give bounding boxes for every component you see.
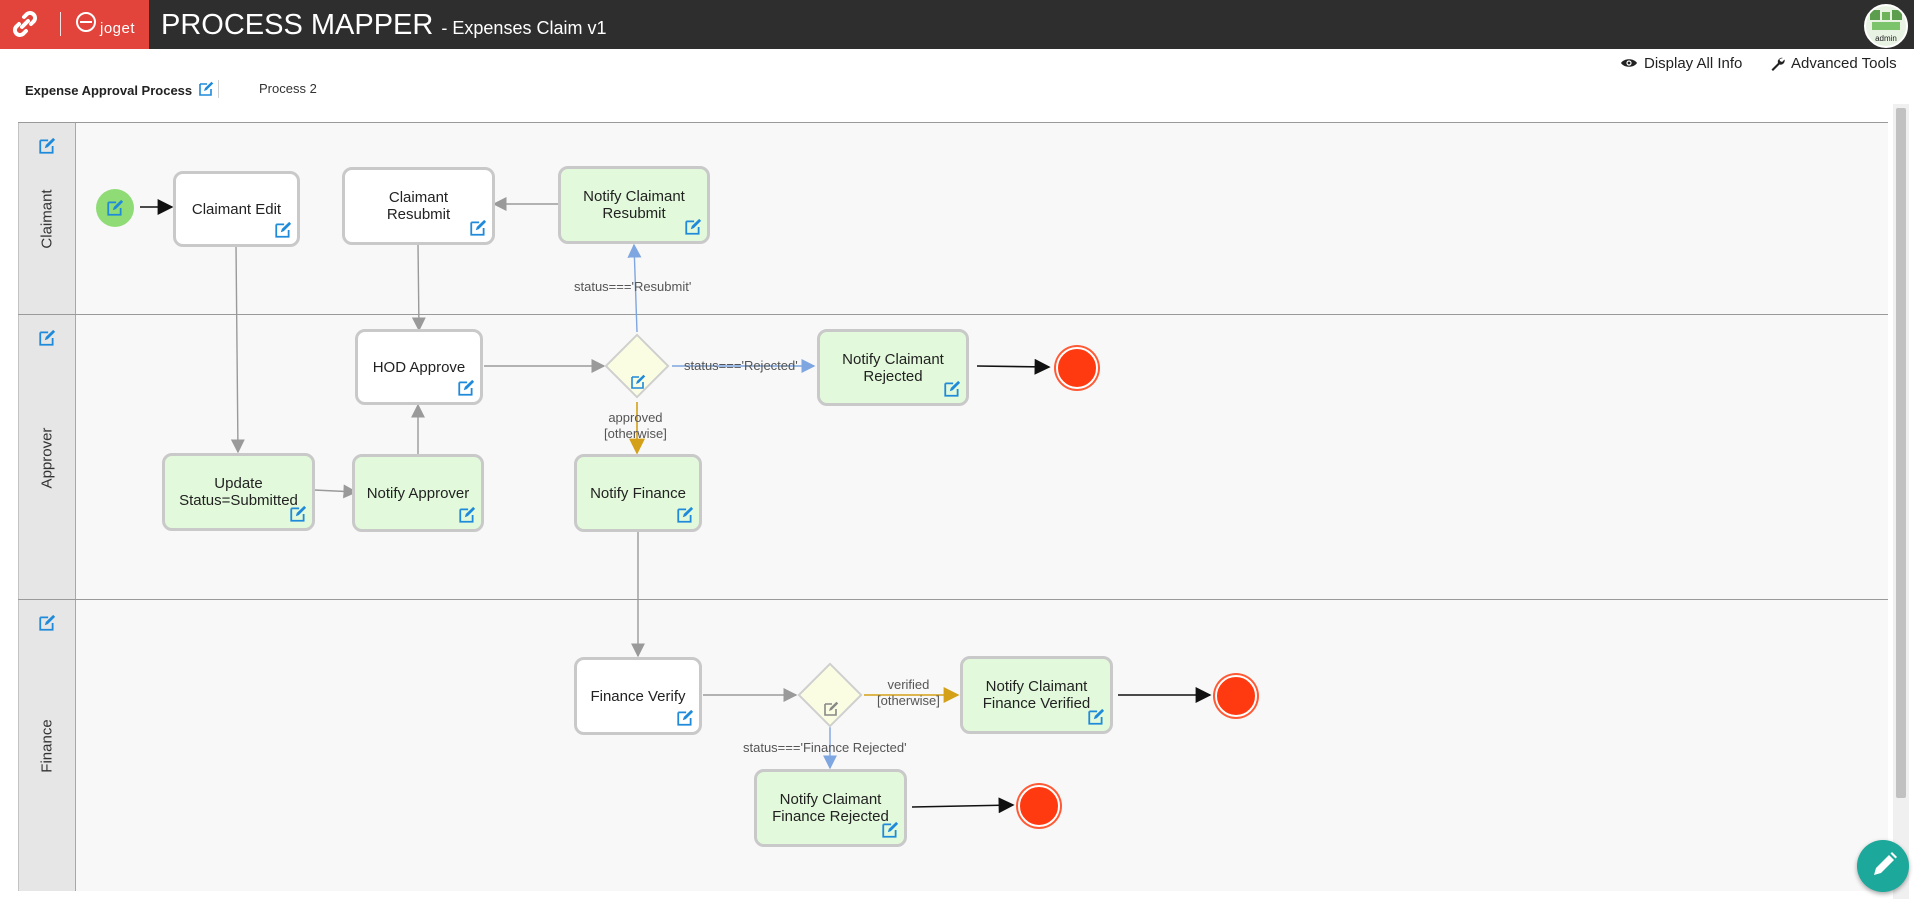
scrollbar-thumb[interactable] [1896, 108, 1906, 798]
condition-label-rejected: status==='Rejected' [684, 358, 798, 374]
tab-label: Process 2 [259, 81, 317, 96]
display-all-info-button[interactable]: Display All Info [1620, 53, 1742, 73]
edit-icon[interactable] [823, 701, 839, 717]
avatar-username: admin [1866, 34, 1906, 43]
tab-divider [218, 80, 219, 98]
eye-icon [1620, 57, 1638, 69]
edit-icon[interactable] [881, 821, 899, 839]
edit-fab-button[interactable] [1857, 840, 1909, 892]
joget-logo-icon [75, 11, 97, 33]
logo-divider [60, 12, 61, 36]
tab-expense-approval-process[interactable]: Expense Approval Process [25, 81, 214, 98]
task-notify-claimant-resubmit[interactable]: Notify Claimant Resubmit [558, 166, 710, 244]
task-label: Notify Claimant Rejected [842, 351, 944, 385]
advanced-tools-button[interactable]: Advanced Tools [1770, 53, 1897, 73]
tab-label: Expense Approval Process [25, 83, 192, 98]
task-label: Notify Finance [590, 485, 686, 502]
task-label: Notify Claimant Finance Rejected [772, 791, 889, 825]
condition-label-approved: approved [otherwise] [604, 410, 667, 442]
app-title-main: PROCESS MAPPER [161, 9, 433, 41]
end-event-finance-verified[interactable] [1215, 675, 1257, 717]
task-hod-approve[interactable]: HOD Approve [355, 329, 483, 405]
edit-icon[interactable] [38, 137, 56, 155]
brand-logo-area[interactable]: joget [0, 0, 149, 49]
task-notify-finance[interactable]: Notify Finance [574, 454, 702, 532]
advanced-tools-label: Advanced Tools [1791, 55, 1897, 72]
edit-icon[interactable] [458, 506, 476, 524]
process-tabs: Expense Approval Process Process 2 [0, 74, 1914, 105]
lane-name: Approver [39, 427, 56, 488]
pencil-icon [1857, 840, 1909, 892]
task-label: Notify Approver [367, 485, 470, 502]
task-label: Notify Claimant Resubmit [583, 188, 685, 222]
edit-icon[interactable] [457, 379, 475, 397]
edit-icon[interactable] [289, 505, 307, 523]
end-event-rejected[interactable] [1056, 347, 1098, 389]
top-header-bar: joget PROCESS MAPPER - Expenses Claim v1… [0, 0, 1914, 49]
tab-process-2[interactable]: Process 2 [259, 81, 317, 96]
lane-header: Finance [18, 600, 76, 891]
edit-icon[interactable] [274, 221, 292, 239]
app-title: PROCESS MAPPER - Expenses Claim v1 [161, 9, 606, 42]
edit-icon[interactable] [943, 380, 961, 398]
wrench-icon [1770, 56, 1785, 71]
edit-icon[interactable] [630, 374, 646, 390]
brand-text: joget [100, 20, 135, 37]
edit-icon[interactable] [106, 199, 124, 217]
task-notify-approver[interactable]: Notify Approver [352, 454, 484, 532]
task-label: Notify Claimant Finance Verified [983, 678, 1091, 712]
user-avatar[interactable]: admin [1864, 4, 1908, 48]
edit-icon[interactable] [676, 506, 694, 524]
task-claimant-edit[interactable]: Claimant Edit [173, 171, 300, 247]
edit-icon[interactable] [676, 709, 694, 727]
task-label: Update Status=Submitted [179, 475, 298, 509]
link-logo-icon [10, 9, 40, 39]
edit-icon[interactable] [38, 614, 56, 632]
task-label: Claimant Edit [192, 201, 281, 218]
edit-icon[interactable] [38, 329, 56, 347]
task-notify-claimant-rejected[interactable]: Notify Claimant Rejected [817, 329, 969, 406]
condition-label-resubmit: status==='Resubmit' [574, 279, 691, 295]
task-label: Finance Verify [590, 688, 685, 705]
task-notify-claimant-finance-rejected[interactable]: Notify Claimant Finance Rejected [754, 769, 907, 847]
end-event-finance-rejected[interactable] [1018, 785, 1060, 827]
lane-name: Claimant [39, 189, 56, 248]
lane-header: Approver [18, 315, 76, 600]
task-label: HOD Approve [373, 359, 466, 376]
task-finance-verify[interactable]: Finance Verify [574, 657, 702, 735]
lane-name: Finance [39, 719, 56, 772]
condition-label-verified: verified [otherwise] [877, 677, 940, 709]
display-all-info-label: Display All Info [1644, 55, 1742, 72]
task-update-status-submitted[interactable]: Update Status=Submitted [162, 453, 315, 531]
task-notify-claimant-finance-verified[interactable]: Notify Claimant Finance Verified [960, 656, 1113, 734]
start-event[interactable] [96, 189, 134, 227]
edit-icon[interactable] [198, 81, 214, 97]
lane-header: Claimant [18, 123, 76, 315]
canvas-scrollbar[interactable] [1893, 104, 1909, 899]
edit-icon[interactable] [1087, 708, 1105, 726]
edit-icon[interactable] [684, 218, 702, 236]
edit-icon[interactable] [469, 219, 487, 237]
task-claimant-resubmit[interactable]: Claimant Resubmit [342, 167, 495, 245]
condition-label-finance-rejected: status==='Finance Rejected' [743, 740, 907, 756]
task-label: Claimant Resubmit [387, 189, 450, 223]
app-subtitle: - Expenses Claim v1 [441, 18, 606, 38]
lane-finance[interactable]: Finance [18, 599, 1888, 891]
